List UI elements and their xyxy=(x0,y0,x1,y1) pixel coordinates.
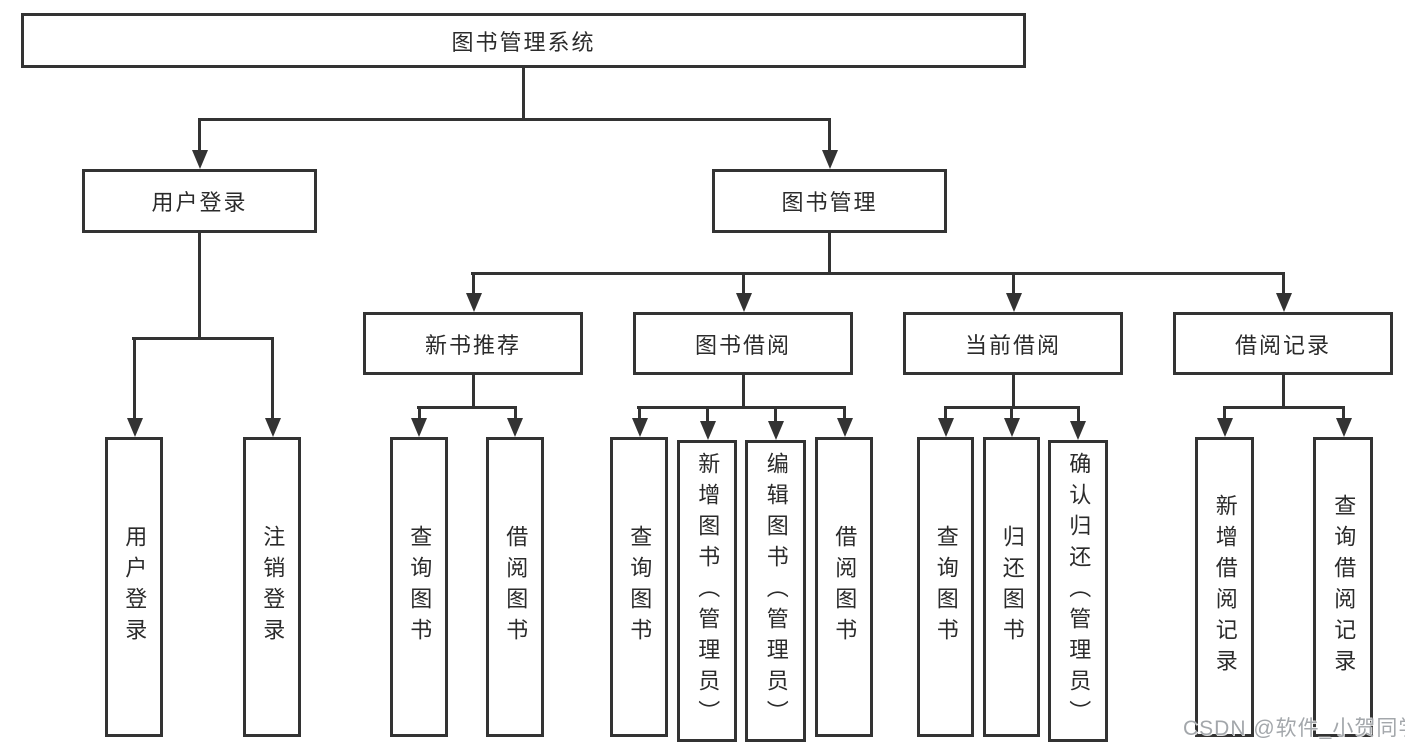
node-new-book-recommend: 新书推荐 xyxy=(363,312,583,375)
connector-line xyxy=(1342,406,1345,421)
arrow-down-icon xyxy=(466,293,482,312)
leaf-query-borrow-record-label: 查询借阅记录 xyxy=(1331,494,1357,680)
arrow-down-icon xyxy=(837,418,853,437)
connector-line xyxy=(638,406,641,421)
arrow-down-icon xyxy=(411,418,427,437)
leaf-return-book: 归还图书 xyxy=(983,437,1040,737)
leaf-query-book-2-label: 查询图书 xyxy=(627,525,653,649)
arrow-down-icon xyxy=(700,421,716,440)
leaf-borrow-book-2-label: 借阅图书 xyxy=(832,525,858,649)
leaf-query-book-3: 查询图书 xyxy=(917,437,974,737)
leaf-confirm-return-admin: 确认归还（管理员） xyxy=(1048,440,1108,742)
leaf-borrow-book-1: 借阅图书 xyxy=(486,437,544,737)
leaf-add-borrow-record: 新增借阅记录 xyxy=(1195,437,1254,737)
arrow-down-icon xyxy=(632,418,648,437)
arrow-down-icon xyxy=(822,150,838,169)
node-user-login: 用户登录 xyxy=(82,169,317,233)
leaf-query-book-3-label: 查询图书 xyxy=(933,525,959,649)
node-book-management: 图书管理 xyxy=(712,169,947,233)
leaf-add-book-admin: 新增图书（管理员） xyxy=(677,440,737,742)
connector-line xyxy=(1012,272,1015,297)
leaf-add-book-admin-label: 新增图书（管理员） xyxy=(695,451,721,731)
connector-line xyxy=(1282,375,1285,409)
leaf-edit-book-admin-label: 编辑图书（管理员） xyxy=(763,451,789,731)
connector-line xyxy=(472,272,475,297)
node-root: 图书管理系统 xyxy=(21,13,1026,68)
connector-line xyxy=(774,406,777,423)
node-current-borrow: 当前借阅 xyxy=(903,312,1123,375)
connector-line xyxy=(742,375,745,409)
arrow-down-icon xyxy=(127,418,143,437)
leaf-return-book-label: 归还图书 xyxy=(999,525,1025,649)
leaf-borrow-book-2: 借阅图书 xyxy=(815,437,873,737)
node-user-login-label: 用户登录 xyxy=(151,190,248,215)
arrow-down-icon xyxy=(192,150,208,169)
arrow-down-icon xyxy=(1336,418,1352,437)
connector-line xyxy=(742,272,745,297)
leaf-query-borrow-record: 查询借阅记录 xyxy=(1313,437,1373,737)
connector-line xyxy=(637,406,846,409)
connector-line xyxy=(418,406,421,421)
arrow-down-icon xyxy=(768,421,784,440)
arrow-down-icon xyxy=(507,418,523,437)
leaf-user-login: 用户登录 xyxy=(105,437,163,737)
connector-line xyxy=(417,406,517,409)
connector-line xyxy=(198,118,201,154)
leaf-logout: 注销登录 xyxy=(243,437,301,737)
node-borrow-record: 借阅记录 xyxy=(1173,312,1393,375)
leaf-user-login-label: 用户登录 xyxy=(122,525,148,649)
connector-line xyxy=(944,406,947,421)
connector-line xyxy=(706,406,709,423)
node-new-book-recommend-label: 新书推荐 xyxy=(424,332,521,358)
leaf-borrow-book-1-label: 借阅图书 xyxy=(503,525,529,649)
arrow-down-icon xyxy=(1276,293,1292,312)
connector-line xyxy=(198,118,831,121)
connector-line xyxy=(472,375,475,409)
connector-line xyxy=(1223,406,1226,421)
leaf-add-borrow-record-label: 新增借阅记录 xyxy=(1212,494,1238,680)
connector-line xyxy=(1077,406,1080,423)
node-book-borrow-label: 图书借阅 xyxy=(694,332,791,358)
connector-line xyxy=(471,272,1285,275)
node-current-borrow-label: 当前借阅 xyxy=(964,332,1061,358)
arrow-down-icon xyxy=(736,293,752,312)
leaf-query-book-1-label: 查询图书 xyxy=(407,525,433,649)
connector-line xyxy=(198,233,201,340)
arrow-down-icon xyxy=(1006,293,1022,312)
connector-line xyxy=(1012,375,1015,409)
connector-line xyxy=(1223,406,1345,409)
arrow-down-icon xyxy=(1070,421,1086,440)
arrow-down-icon xyxy=(265,418,281,437)
connector-line xyxy=(133,337,136,421)
leaf-confirm-return-admin-label: 确认归还（管理员） xyxy=(1066,451,1092,731)
leaf-logout-label: 注销登录 xyxy=(260,525,286,649)
connector-line xyxy=(132,337,274,340)
connector-line xyxy=(1010,406,1013,421)
leaf-query-book-2: 查询图书 xyxy=(610,437,668,737)
connector-line xyxy=(522,68,525,121)
connector-line xyxy=(828,118,831,154)
connector-line xyxy=(843,406,846,421)
connector-line xyxy=(828,233,831,275)
arrow-down-icon xyxy=(1004,418,1020,437)
leaf-edit-book-admin: 编辑图书（管理员） xyxy=(745,440,806,742)
node-borrow-record-label: 借阅记录 xyxy=(1234,332,1331,358)
connector-line xyxy=(1282,272,1285,297)
node-book-management-label: 图书管理 xyxy=(781,190,878,215)
node-root-label: 图书管理系统 xyxy=(451,29,596,55)
csdn-watermark: CSDN @软件_小贺同学 xyxy=(1183,717,1405,740)
connector-line xyxy=(271,337,274,421)
leaf-query-book-1: 查询图书 xyxy=(390,437,448,737)
arrow-down-icon xyxy=(1217,418,1233,437)
arrow-down-icon xyxy=(938,418,954,437)
node-book-borrow: 图书借阅 xyxy=(633,312,853,375)
connector-line xyxy=(514,406,517,421)
